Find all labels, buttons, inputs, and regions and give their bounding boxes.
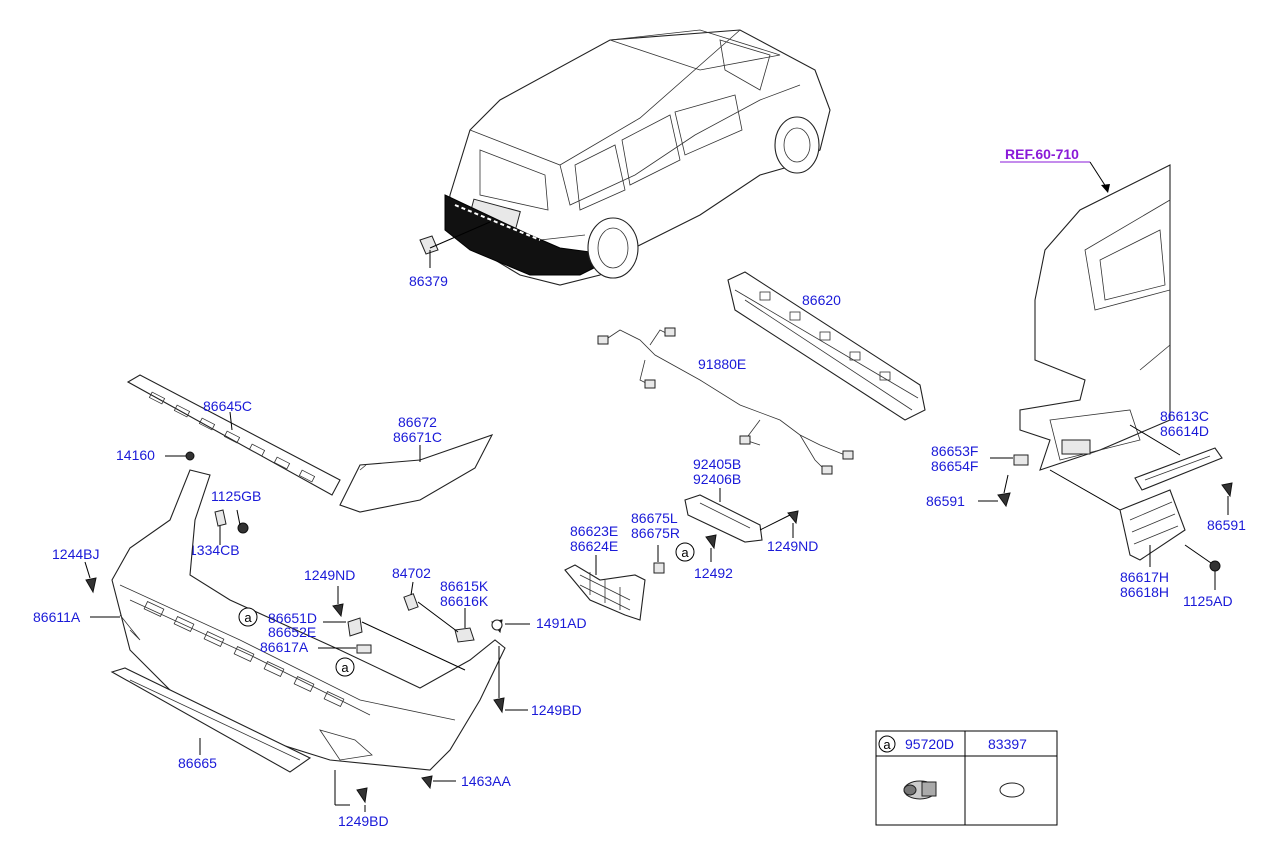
label-86620: 86620	[802, 292, 841, 308]
label-12492: 12492	[694, 565, 733, 581]
label-86623E: 86623E	[570, 523, 618, 539]
scuff-plate	[126, 374, 341, 496]
table-header-83397: 83397	[988, 736, 1027, 752]
label-86616K: 86616K	[440, 593, 489, 609]
corner-grille	[564, 564, 646, 621]
rear-bumper-cover	[111, 469, 506, 771]
label-86617A: 86617A	[260, 639, 309, 655]
label-86614D: 86614D	[1160, 423, 1209, 439]
reflector	[684, 494, 763, 543]
lower-bracket	[1119, 489, 1186, 561]
label-1334CB: 1334CB	[189, 542, 240, 558]
label-91880E: 91880E	[698, 356, 746, 372]
label-86653F: 86653F	[931, 443, 978, 459]
label-14160: 14160	[116, 447, 155, 463]
label-86665: 86665	[178, 755, 217, 771]
label-86654F: 86654F	[931, 458, 978, 474]
label-86672: 86672	[398, 414, 437, 430]
ref-label: REF.60-710	[1005, 146, 1079, 162]
callout-a-1: a	[244, 610, 252, 625]
table-marker: a	[883, 737, 891, 752]
callout-a-2: a	[341, 660, 349, 675]
label-86618H: 86618H	[1120, 584, 1169, 600]
rear-body-panel	[1019, 164, 1171, 471]
callout-a-3: a	[681, 545, 689, 560]
lower-garnish	[110, 667, 312, 773]
label-1244BJ: 1244BJ	[52, 546, 99, 562]
label-86671C: 86671C	[393, 429, 442, 445]
wiring-harness	[597, 327, 854, 475]
label-86379: 86379	[409, 273, 448, 289]
vehicle-illustration	[419, 29, 831, 286]
table-header-95720D: 95720D	[905, 736, 954, 752]
label-86617H: 86617H	[1120, 569, 1169, 585]
label-86615K: 86615K	[440, 578, 489, 594]
bumper-beam	[727, 271, 926, 421]
label-92406B: 92406B	[693, 471, 741, 487]
label-86613C: 86613C	[1160, 408, 1209, 424]
side-bracket	[1134, 447, 1223, 491]
label-86624E: 86624E	[570, 538, 618, 554]
label-84702: 84702	[392, 565, 431, 581]
label-1249BD-a: 1249BD	[531, 702, 582, 718]
label-92405B: 92405B	[693, 456, 741, 472]
label-1125AD: 1125AD	[1183, 593, 1233, 609]
label-86591-a: 86591	[926, 493, 965, 509]
label-86611A: 86611A	[33, 609, 81, 625]
label-1491AD: 1491AD	[536, 615, 587, 631]
label-1249ND-a: 1249ND	[304, 567, 355, 583]
label-86652E: 86652E	[268, 624, 316, 640]
label-86645C: 86645C	[203, 398, 252, 414]
label-1125GB: 1125GB	[211, 488, 261, 504]
grommet-icon	[999, 782, 1025, 798]
label-86651D: 86651D	[268, 610, 317, 626]
label-1463AA: 1463AA	[461, 773, 511, 789]
label-1249BD-b: 1249BD	[338, 813, 389, 829]
sensor-icon	[903, 780, 937, 800]
label-86675L: 86675L	[631, 510, 678, 526]
callout-table: a 95720D 83397	[875, 730, 1058, 826]
label-86675R: 86675R	[631, 525, 680, 541]
label-1249ND-b: 1249ND	[767, 538, 818, 554]
label-86591-b: 86591	[1207, 517, 1246, 533]
side-garnish	[339, 434, 494, 513]
